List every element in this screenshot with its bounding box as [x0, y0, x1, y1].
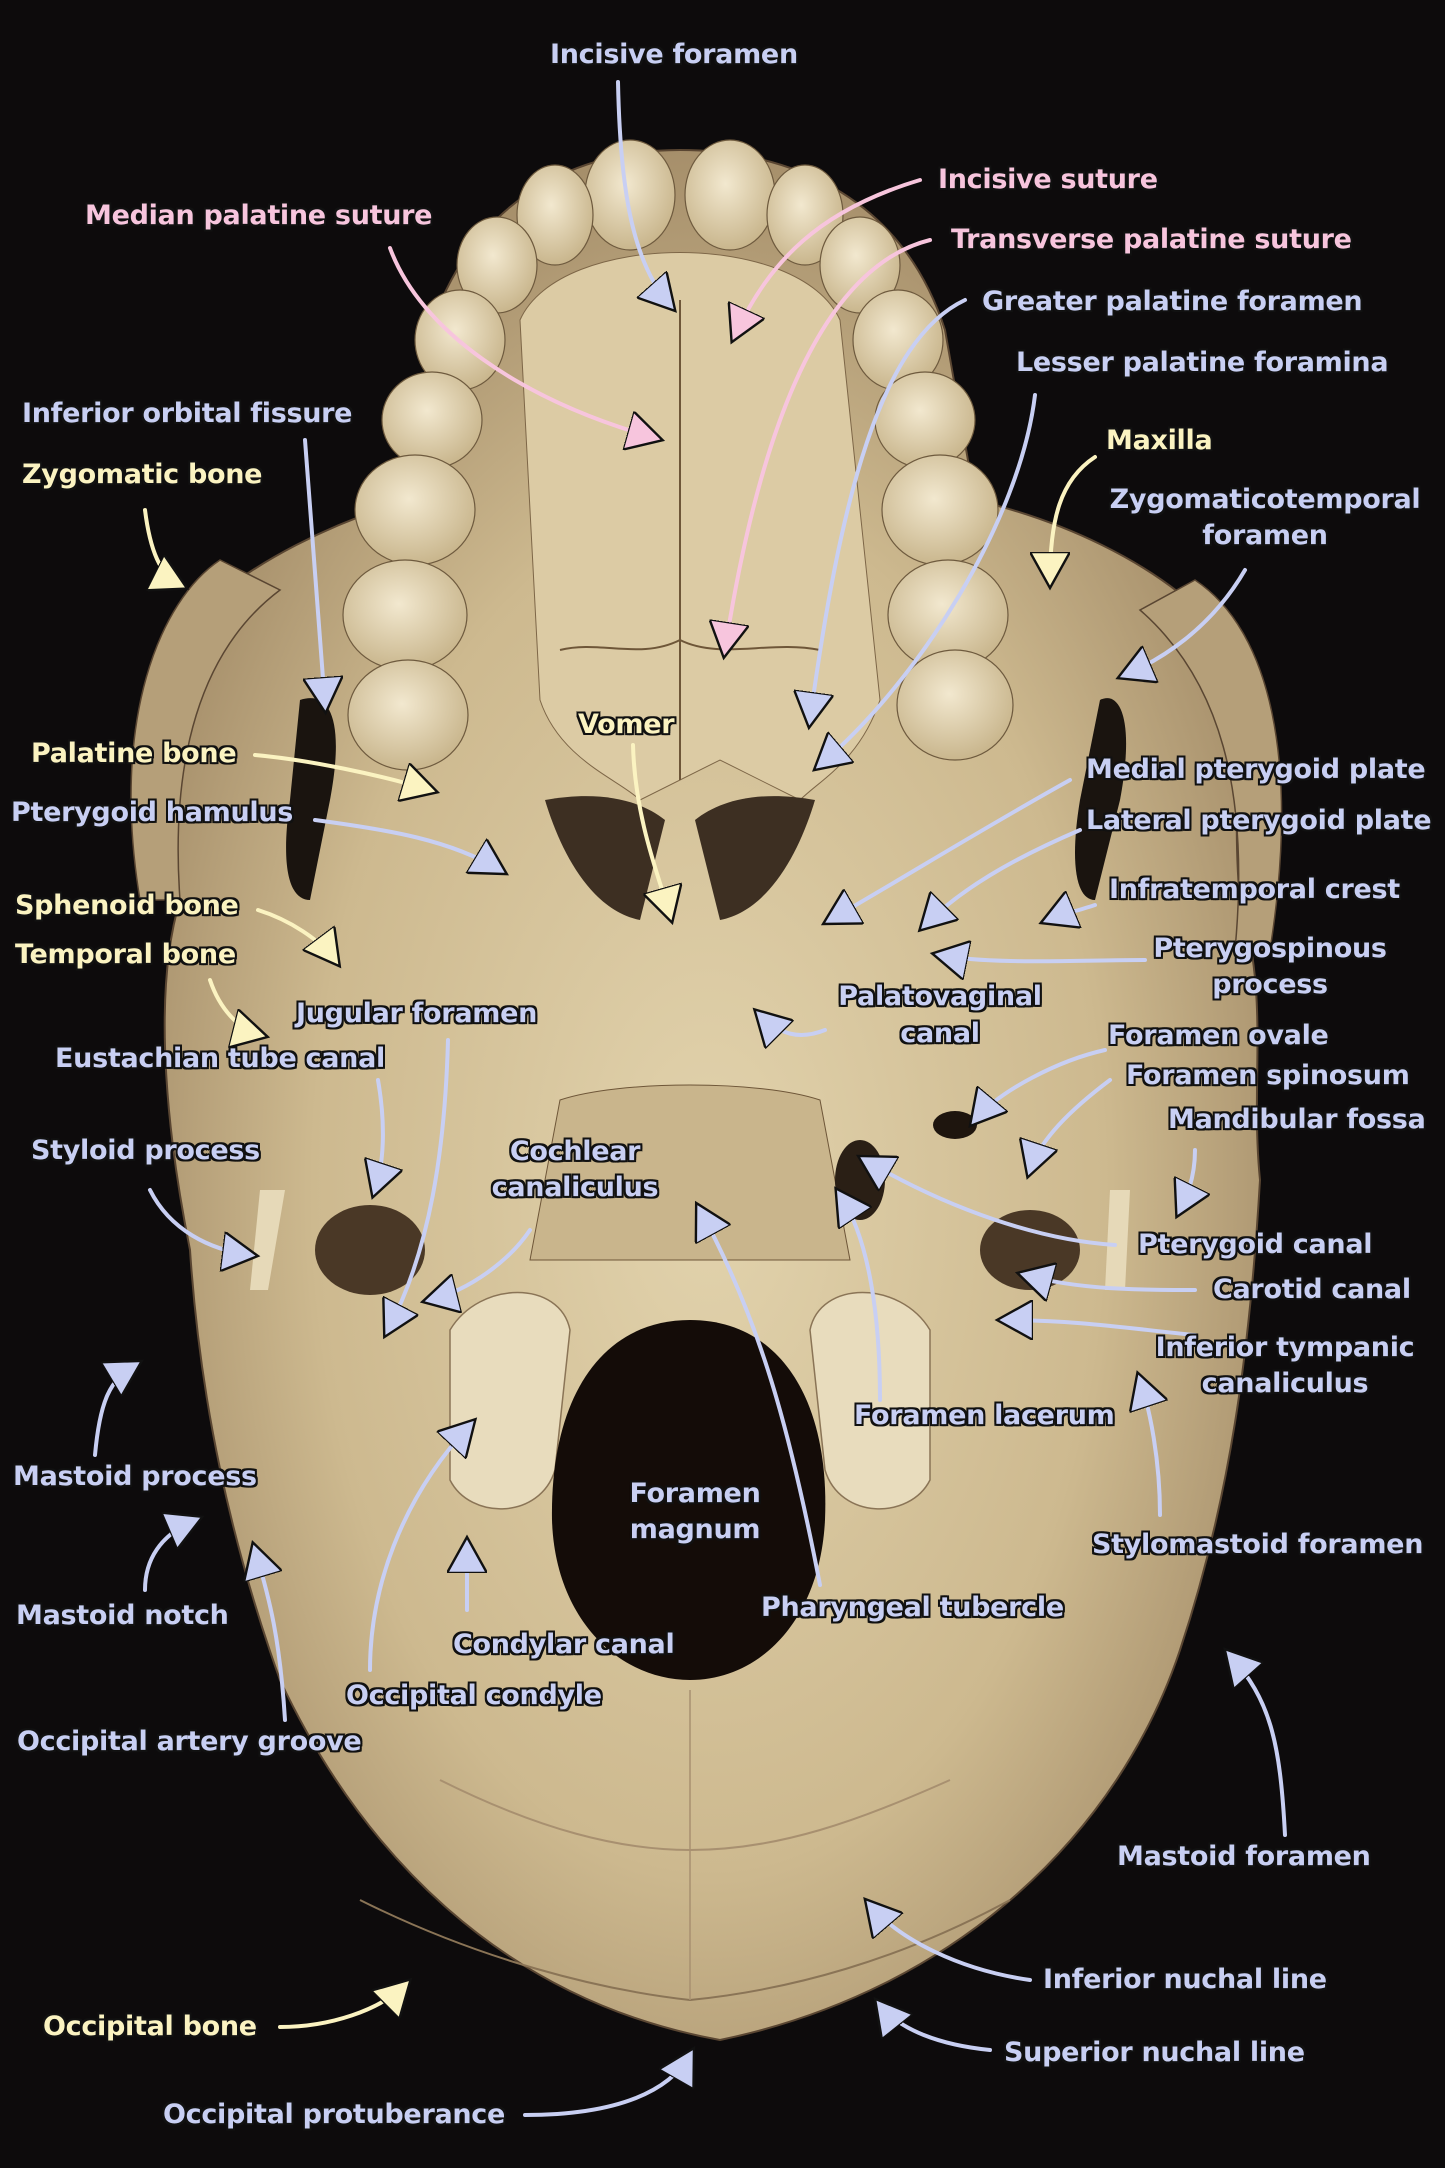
label-carotid-canal: Carotid canal [1213, 1274, 1411, 1305]
label-pterygoid-canal: Pterygoid canal [1138, 1229, 1373, 1260]
label-zygomatic-bone: Zygomatic bone [22, 459, 263, 490]
label-palatovaginal-canal-line2: canal [900, 1018, 980, 1049]
label-mastoid-notch: Mastoid notch [16, 1600, 229, 1631]
label-eustachian-tube-canal: Eustachian tube canal [55, 1043, 385, 1074]
label-mastoid-process: Mastoid process [13, 1461, 257, 1492]
label-superior-nuchal-line: Superior nuchal line [1004, 2037, 1305, 2068]
label-occipital-bone: Occipital bone [43, 2011, 257, 2042]
label-incisive-foramen: Incisive foramen [550, 39, 798, 70]
label-pterygoid-hamulus: Pterygoid hamulus [11, 797, 294, 828]
label-lesser-palatine-foramina: Lesser palatine foramina [1016, 347, 1389, 378]
label-foramen-spinosum: Foramen spinosum [1126, 1060, 1410, 1091]
label-pharyngeal-tubercle: Pharyngeal tubercle [761, 1592, 1064, 1623]
maxillary-teeth [342, 139, 1014, 771]
label-inferior-nuchal-line: Inferior nuchal line [1043, 1964, 1327, 1995]
label-lateral-pterygoid-plate: Lateral pterygoid plate [1086, 805, 1432, 836]
label-zygomaticotemporal-foramen-line1: Zygomaticotemporal [1109, 484, 1421, 515]
label-inferior-tympanic-canaliculus-line1: Inferior tympanic [1155, 1332, 1415, 1363]
label-occipital-condyle: Occipital condyle [346, 1680, 602, 1711]
label-zygomaticotemporal-foramen-line2: foramen [1202, 520, 1328, 551]
label-jugular-foramen: Jugular foramen [296, 998, 538, 1029]
label-occipital-protuberance: Occipital protuberance [163, 2099, 506, 2130]
label-foramen-lacerum: Foramen lacerum [854, 1400, 1115, 1431]
label-transverse-palatine-suture: Transverse palatine suture [951, 224, 1352, 255]
label-cochlear-canaliculus-line1: Cochlear [509, 1136, 641, 1167]
label-temporal-bone: Temporal bone [15, 939, 236, 970]
label-foramen-ovale: Foramen ovale [1108, 1020, 1329, 1051]
label-palatine-bone: Palatine bone [31, 738, 237, 769]
label-pterygospinous-process-line1: Pterygospinous [1153, 933, 1387, 964]
label-infratemporal-crest: Infratemporal crest [1109, 874, 1400, 905]
label-inferior-tympanic-canaliculus-line2: canaliculus [1201, 1368, 1369, 1399]
label-foramen-magnum-line1: Foramen [629, 1478, 761, 1509]
label-vomer: Vomer [578, 709, 675, 740]
label-maxilla: Maxilla [1106, 425, 1213, 456]
label-mastoid-foramen: Mastoid foramen [1117, 1841, 1371, 1872]
label-styloid-process: Styloid process [31, 1135, 260, 1166]
label-cochlear-canaliculus-line2: canaliculus [491, 1172, 659, 1203]
label-stylomastoid-foramen: Stylomastoid foramen [1092, 1529, 1424, 1560]
label-condylar-canal: Condylar canal [453, 1629, 675, 1660]
label-median-palatine-suture: Median palatine suture [85, 200, 433, 231]
label-palatovaginal-canal-line1: Palatovaginal [838, 981, 1042, 1012]
label-pterygospinous-process-line2: process [1212, 969, 1328, 1000]
label-sphenoid-bone: Sphenoid bone [15, 890, 239, 921]
label-medial-pterygoid-plate: Medial pterygoid plate [1086, 754, 1426, 785]
label-foramen-magnum-line2: magnum [629, 1514, 761, 1545]
label-incisive-suture: Incisive suture [938, 164, 1158, 195]
label-mandibular-fossa: Mandibular fossa [1168, 1104, 1426, 1135]
annotation-arrows [93, 80, 1287, 2117]
label-occipital-artery-groove: Occipital artery groove [17, 1726, 362, 1757]
label-inferior-orbital-fissure: Inferior orbital fissure [22, 398, 353, 429]
label-greater-palatine-foramen: Greater palatine foramen [982, 286, 1363, 317]
